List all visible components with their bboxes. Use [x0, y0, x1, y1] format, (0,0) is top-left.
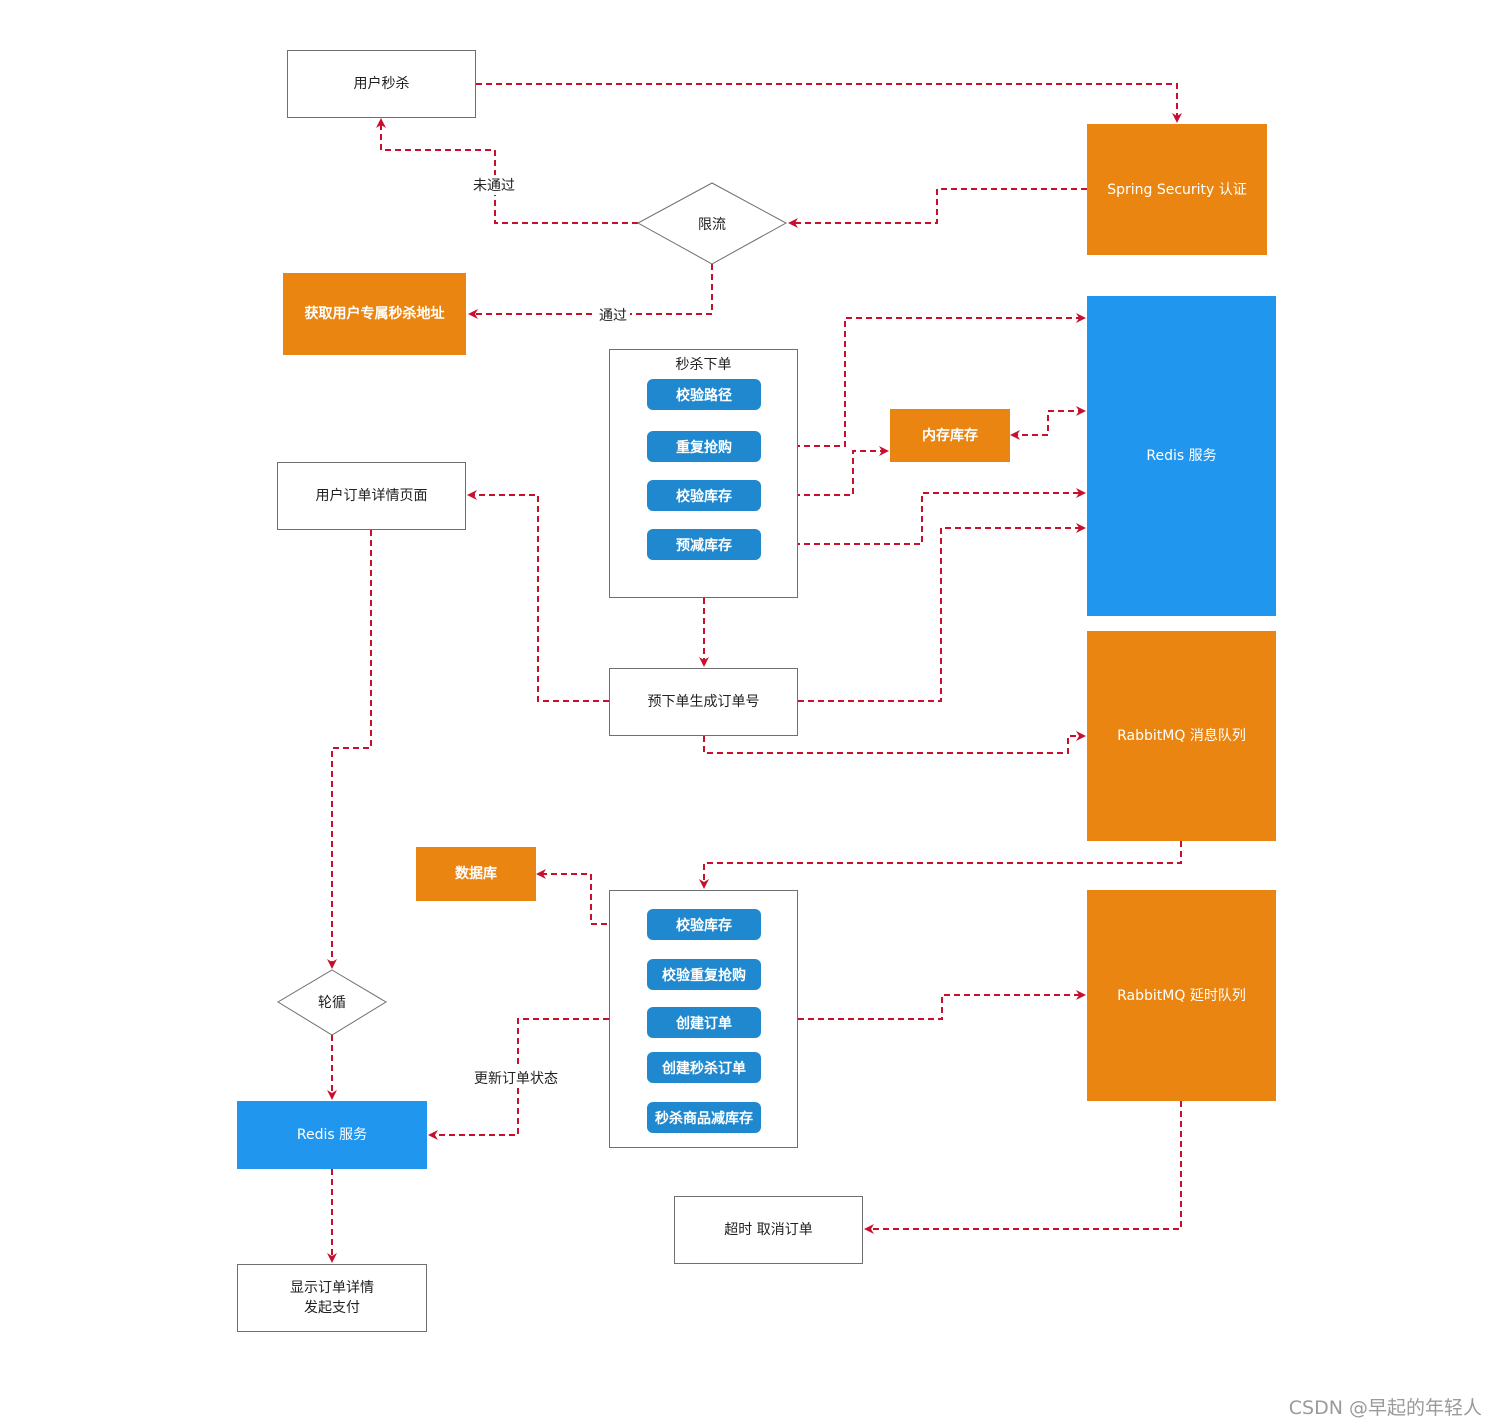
pre-order-node: 预下单生成订单号: [609, 668, 798, 736]
step-check-stock: 校验库存: [647, 480, 761, 511]
rabbitmq-delay-node: RabbitMQ 延时队列: [1087, 890, 1276, 1101]
edge-consumer-to-delay: [798, 990, 1086, 1020]
show-detail-node: 显示订单详情 发起支付: [237, 1264, 427, 1332]
edge-memory-redis: [1010, 406, 1086, 440]
database-node: 数据库: [416, 847, 536, 901]
edge-security-to-ratelimit: [788, 188, 1087, 228]
edge-preorder-to-mq: [703, 731, 1086, 754]
spring-security-node: Spring Security 认证: [1087, 124, 1267, 255]
show-detail-line2: 发起支付: [304, 1300, 360, 1316]
step-check-path: 校验路径: [647, 379, 761, 410]
redis-service-bottom-node: Redis 服务: [237, 1101, 427, 1169]
edge-decrement-redis: [762, 488, 1086, 549]
passed-label: 通过: [596, 305, 630, 325]
edge-ratelimit-passed: [468, 264, 713, 319]
edge-delay-to-cancel: [864, 1101, 1182, 1234]
rabbitmq-message-node: RabbitMQ 消息队列: [1087, 631, 1276, 841]
get-address-node: 获取用户专属秒杀地址: [283, 273, 466, 355]
seckill-group-title: 秒杀下单: [675, 357, 732, 373]
order-detail-page-node: 用户订单详情页面: [277, 462, 466, 530]
step-decrement-stock: 预减库存: [647, 529, 761, 560]
edge-ratelimit-rejected: [376, 118, 638, 224]
step-consumer-check-repeat: 校验重复抢购: [647, 959, 761, 990]
edge-preorder-to-redis: [798, 523, 1086, 702]
step-reduce-goods-stock: 秒杀商品减库存: [647, 1102, 761, 1133]
polling-label: 轮循: [318, 995, 346, 1011]
update-status-label: 更新订单状态: [471, 1068, 561, 1088]
edge-detail-to-polling: [327, 530, 372, 969]
not-passed-label: 未通过: [470, 175, 518, 195]
edge-user-to-security: [476, 83, 1182, 123]
watermark: CSDN @早起的年轻人: [1288, 1397, 1482, 1419]
edge-preorder-to-detail: [467, 490, 609, 702]
step-consumer-check-stock: 校验库存: [647, 909, 761, 940]
user-seckill-node: 用户秒杀: [287, 50, 476, 118]
step-create-seckill-order: 创建秒杀订单: [647, 1052, 761, 1083]
memory-stock-node: 内存库存: [890, 409, 1010, 462]
rate-limit-label: 限流: [698, 217, 726, 233]
timeout-cancel-node: 超时 取消订单: [674, 1196, 863, 1264]
step-repeat-purchase: 重复抢购: [647, 431, 761, 462]
edge-mq-to-consumer: [699, 841, 1182, 889]
show-detail-line1: 显示订单详情: [290, 1280, 374, 1296]
redis-service-top-node: Redis 服务: [1087, 296, 1276, 616]
step-create-order: 创建订单: [647, 1007, 761, 1038]
